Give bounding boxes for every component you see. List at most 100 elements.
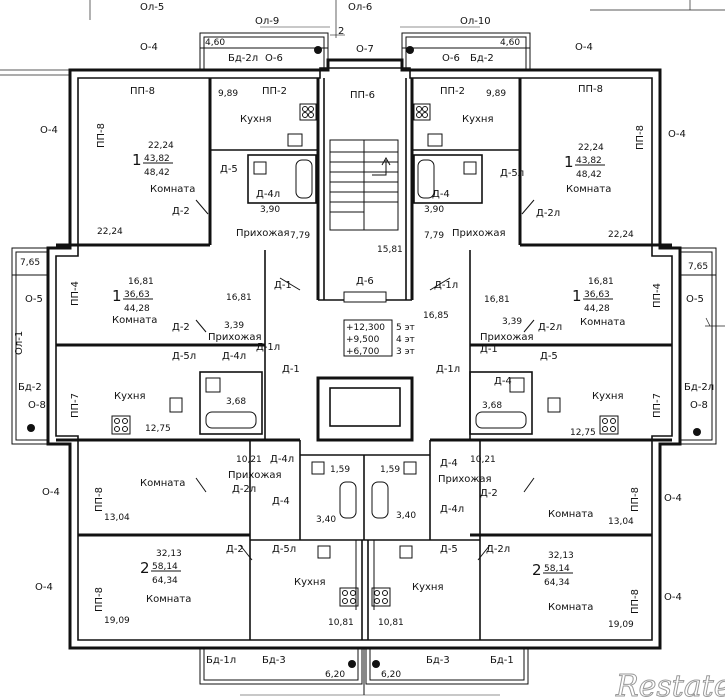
label-window-right-low: О-8 xyxy=(690,400,708,411)
label-ol10: Ол-10 xyxy=(460,16,491,27)
label-window-right-mid: О-5 xyxy=(686,294,704,305)
label-d2-lr: Д-2 xyxy=(480,488,498,499)
area-340-left: 3,40 xyxy=(316,515,336,525)
label-bd3-right: Бд-3 xyxy=(426,655,450,666)
label-hall-tl: Прихожая xyxy=(236,228,290,239)
label-window-left-bottom: О-4 xyxy=(35,582,53,593)
area-620-left: 6,20 xyxy=(325,670,345,680)
label-window-o7: О-7 xyxy=(356,44,374,55)
svg-text:16,81: 16,81 xyxy=(588,277,614,287)
door-swings xyxy=(195,199,535,561)
label-pp8-vr: ПП-8 xyxy=(635,125,646,150)
area-368-right: 3,68 xyxy=(482,401,502,411)
area-1581: 15,81 xyxy=(377,245,403,255)
label-bd2-left: Бд-2 xyxy=(18,382,42,393)
level-5-value: +12,300 xyxy=(346,323,385,333)
label-axis: 2 xyxy=(338,26,344,37)
label-d1-mr: Д-1 xyxy=(480,344,498,355)
apartment-summary-tl: 22,24 1 43,82 48,42 xyxy=(132,141,174,178)
svg-text:2: 2 xyxy=(140,559,150,577)
label-room-br: Комната xyxy=(548,602,593,613)
area-1275-right: 12,75 xyxy=(570,428,596,438)
area-765-left: 7,65 xyxy=(20,258,40,268)
area-460-right: 4,60 xyxy=(500,38,520,48)
label-window-o6-left: О-6 xyxy=(265,53,283,64)
label-d5l-tr: Д-5л xyxy=(500,168,524,179)
area-1909-left: 19,09 xyxy=(104,616,130,626)
apartment-summary-br: 32,13 2 58,14 64,34 xyxy=(532,551,574,588)
watermark: Restate xyxy=(615,669,725,700)
svg-text:22,24: 22,24 xyxy=(578,143,604,153)
label-d5-tl: Д-5 xyxy=(220,164,238,175)
label-d2-ml: Д-2 xyxy=(172,322,190,333)
area-765-right: 7,65 xyxy=(688,262,708,272)
svg-text:1: 1 xyxy=(112,287,122,305)
label-d4l-ml: Д-4л xyxy=(222,351,246,362)
svg-text:36,63: 36,63 xyxy=(124,290,150,300)
svg-text:1: 1 xyxy=(572,287,582,305)
area-1909-right: 19,09 xyxy=(608,620,634,630)
label-window-right-bottom: О-4 xyxy=(664,592,682,603)
label-d2-bl: Д-2 xyxy=(226,544,244,555)
label-d1-mtl: Д-1 xyxy=(274,280,292,291)
label-bd2l-right: Бд-2л xyxy=(684,382,714,393)
level-3-floor: 3 эт xyxy=(396,347,415,357)
area-1304-left: 13,04 xyxy=(104,513,130,523)
label-window-top-right: О-4 xyxy=(575,42,593,53)
label-bd1l: Бд-1л xyxy=(206,655,236,666)
label-pp8-tl: ПП-8 xyxy=(130,86,155,97)
level-5-floor: 5 эт xyxy=(396,323,415,333)
area-390-left: 3,90 xyxy=(260,205,280,215)
area-1021-left: 10,21 xyxy=(236,455,262,465)
area-620-right: 6,20 xyxy=(381,670,401,680)
area-1304-right: 13,04 xyxy=(608,517,634,527)
svg-text:43,82: 43,82 xyxy=(576,156,602,166)
svg-text:16,81: 16,81 xyxy=(128,277,154,287)
label-d2l-ll: Д-2л xyxy=(232,484,256,495)
label-hall-mr: Прихожая xyxy=(480,332,534,343)
label-d5l-bl: Д-5л xyxy=(272,544,296,555)
label-pp7-right: ПП-7 xyxy=(652,393,663,418)
label-hall-tr: Прихожая xyxy=(452,228,506,239)
label-pp8-lr: ПП-8 xyxy=(630,487,641,512)
label-kitchen-ml: Кухня xyxy=(114,391,146,402)
label-window-left-mid: О-5 xyxy=(25,294,43,305)
outer-walls xyxy=(46,58,682,650)
label-pp8-tr: ПП-8 xyxy=(578,84,603,95)
svg-text:58,14: 58,14 xyxy=(544,564,570,574)
svg-text:22,24: 22,24 xyxy=(148,141,174,151)
svg-text:48,42: 48,42 xyxy=(144,168,170,178)
label-d2-tl: Д-2 xyxy=(172,206,190,217)
label-kitchen-tr: Кухня xyxy=(462,114,494,125)
apartment-summary-bl: 32,13 2 58,14 64,34 xyxy=(140,549,182,586)
label-window-o6-right: О-6 xyxy=(442,53,460,64)
svg-text:44,28: 44,28 xyxy=(584,304,610,314)
label-window-left-lower: О-4 xyxy=(42,487,60,498)
svg-text:36,63: 36,63 xyxy=(584,290,610,300)
svg-text:44,28: 44,28 xyxy=(124,304,150,314)
apartment-summary-ml: 16,81 1 36,63 44,28 xyxy=(112,277,154,314)
label-d4-tr: Д-4 xyxy=(432,189,450,200)
label-hall-ll: Прихожая xyxy=(228,470,282,481)
svg-text:32,13: 32,13 xyxy=(548,551,574,561)
label-bd2-top: Бд-2 xyxy=(470,53,494,64)
level-4-floor: 4 эт xyxy=(396,335,415,345)
label-pp7-left: ПП-7 xyxy=(70,393,81,418)
bottom-balconies xyxy=(199,648,529,696)
label-bd2l-top: Бд-2л xyxy=(228,53,258,64)
inner-walls xyxy=(56,78,672,640)
svg-text:2: 2 xyxy=(532,561,542,579)
area-1275-left: 12,75 xyxy=(145,424,171,434)
label-pp6: ПП-6 xyxy=(350,90,375,101)
area-1081-left: 10,81 xyxy=(328,618,354,628)
svg-text:1: 1 xyxy=(564,153,574,171)
label-bd1: Бд-1 xyxy=(490,655,514,666)
area-989-left: 9,89 xyxy=(218,89,238,99)
svg-text:32,13: 32,13 xyxy=(156,549,182,559)
label-ol6: Ол-6 xyxy=(348,2,372,13)
label-window-left-low: О-8 xyxy=(28,400,46,411)
label-pp8-ll: ПП-8 xyxy=(94,487,105,512)
level-3-value: +6,700 xyxy=(346,347,380,357)
label-kitchen-tl: Кухня xyxy=(240,114,272,125)
label-pp4-left: ПП-4 xyxy=(70,281,81,306)
